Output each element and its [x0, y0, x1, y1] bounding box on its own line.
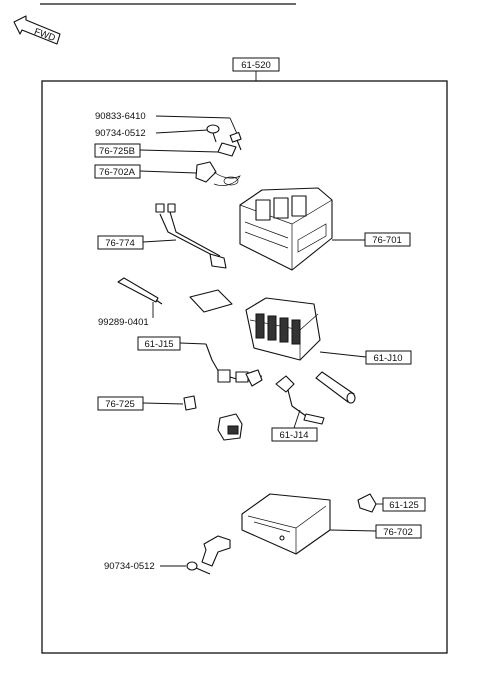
label-61-j10: 61-J10 [373, 353, 402, 364]
foam-pad-icon [189, 289, 233, 313]
label-76-725: 76-725 [105, 399, 135, 410]
label-76-702: 76-702 [383, 527, 413, 538]
box-76-725b [94, 143, 141, 158]
wire-harness-774-icon [155, 203, 227, 269]
wire-j14-icon [275, 375, 325, 425]
grommet-702a-icon [195, 161, 241, 186]
label-screw-mid: 90734-0512 [95, 128, 146, 139]
label-76-701: 76-701 [372, 235, 402, 246]
box-76-702 [375, 524, 422, 539]
clip-725b-icon [217, 142, 237, 157]
box-76-774 [97, 235, 144, 250]
bracket-125-icon [357, 493, 377, 513]
mount-bracket-icon [201, 535, 231, 567]
relay-block-j10-icon [245, 297, 321, 361]
label-76-725b: 76-725B [99, 146, 135, 157]
protector-tube-icon [315, 371, 356, 404]
wire-j15-icon [205, 343, 263, 387]
lower-tray-icon [241, 493, 331, 555]
label-screw-bottom: 90734-0512 [104, 561, 155, 572]
assembly-code: 61-520 [241, 60, 271, 71]
fwd-arrow-icon: FWD [13, 15, 61, 45]
label-76-774: 76-774 [105, 238, 135, 249]
screw-mid-icon [206, 124, 220, 143]
box-61-125 [382, 497, 426, 512]
relay-box-main-icon [239, 187, 333, 271]
box-61-j15 [137, 336, 181, 351]
connector-holder-icon [217, 413, 243, 441]
screw-bottom-icon [186, 561, 211, 575]
assembly-frame [41, 80, 448, 654]
clip-725-icon [183, 395, 197, 411]
box-76-725 [97, 396, 144, 411]
box-61-j14 [271, 427, 318, 442]
label-61-j15: 61-J15 [144, 339, 173, 350]
fwd-label: FWD [33, 26, 57, 44]
box-76-701 [364, 232, 411, 247]
label-61-125: 61-125 [389, 500, 419, 511]
box-61-j10 [365, 350, 412, 365]
label-76-702a: 76-702A [99, 167, 136, 178]
box-76-702a [94, 164, 141, 179]
pin-tool-icon [117, 277, 163, 305]
label-99289-0401: 99289-0401 [98, 317, 149, 328]
screw-top-icon [229, 131, 242, 151]
label-screw-top: 90833-6410 [95, 111, 146, 122]
label-61-j14: 61-J14 [279, 430, 308, 441]
